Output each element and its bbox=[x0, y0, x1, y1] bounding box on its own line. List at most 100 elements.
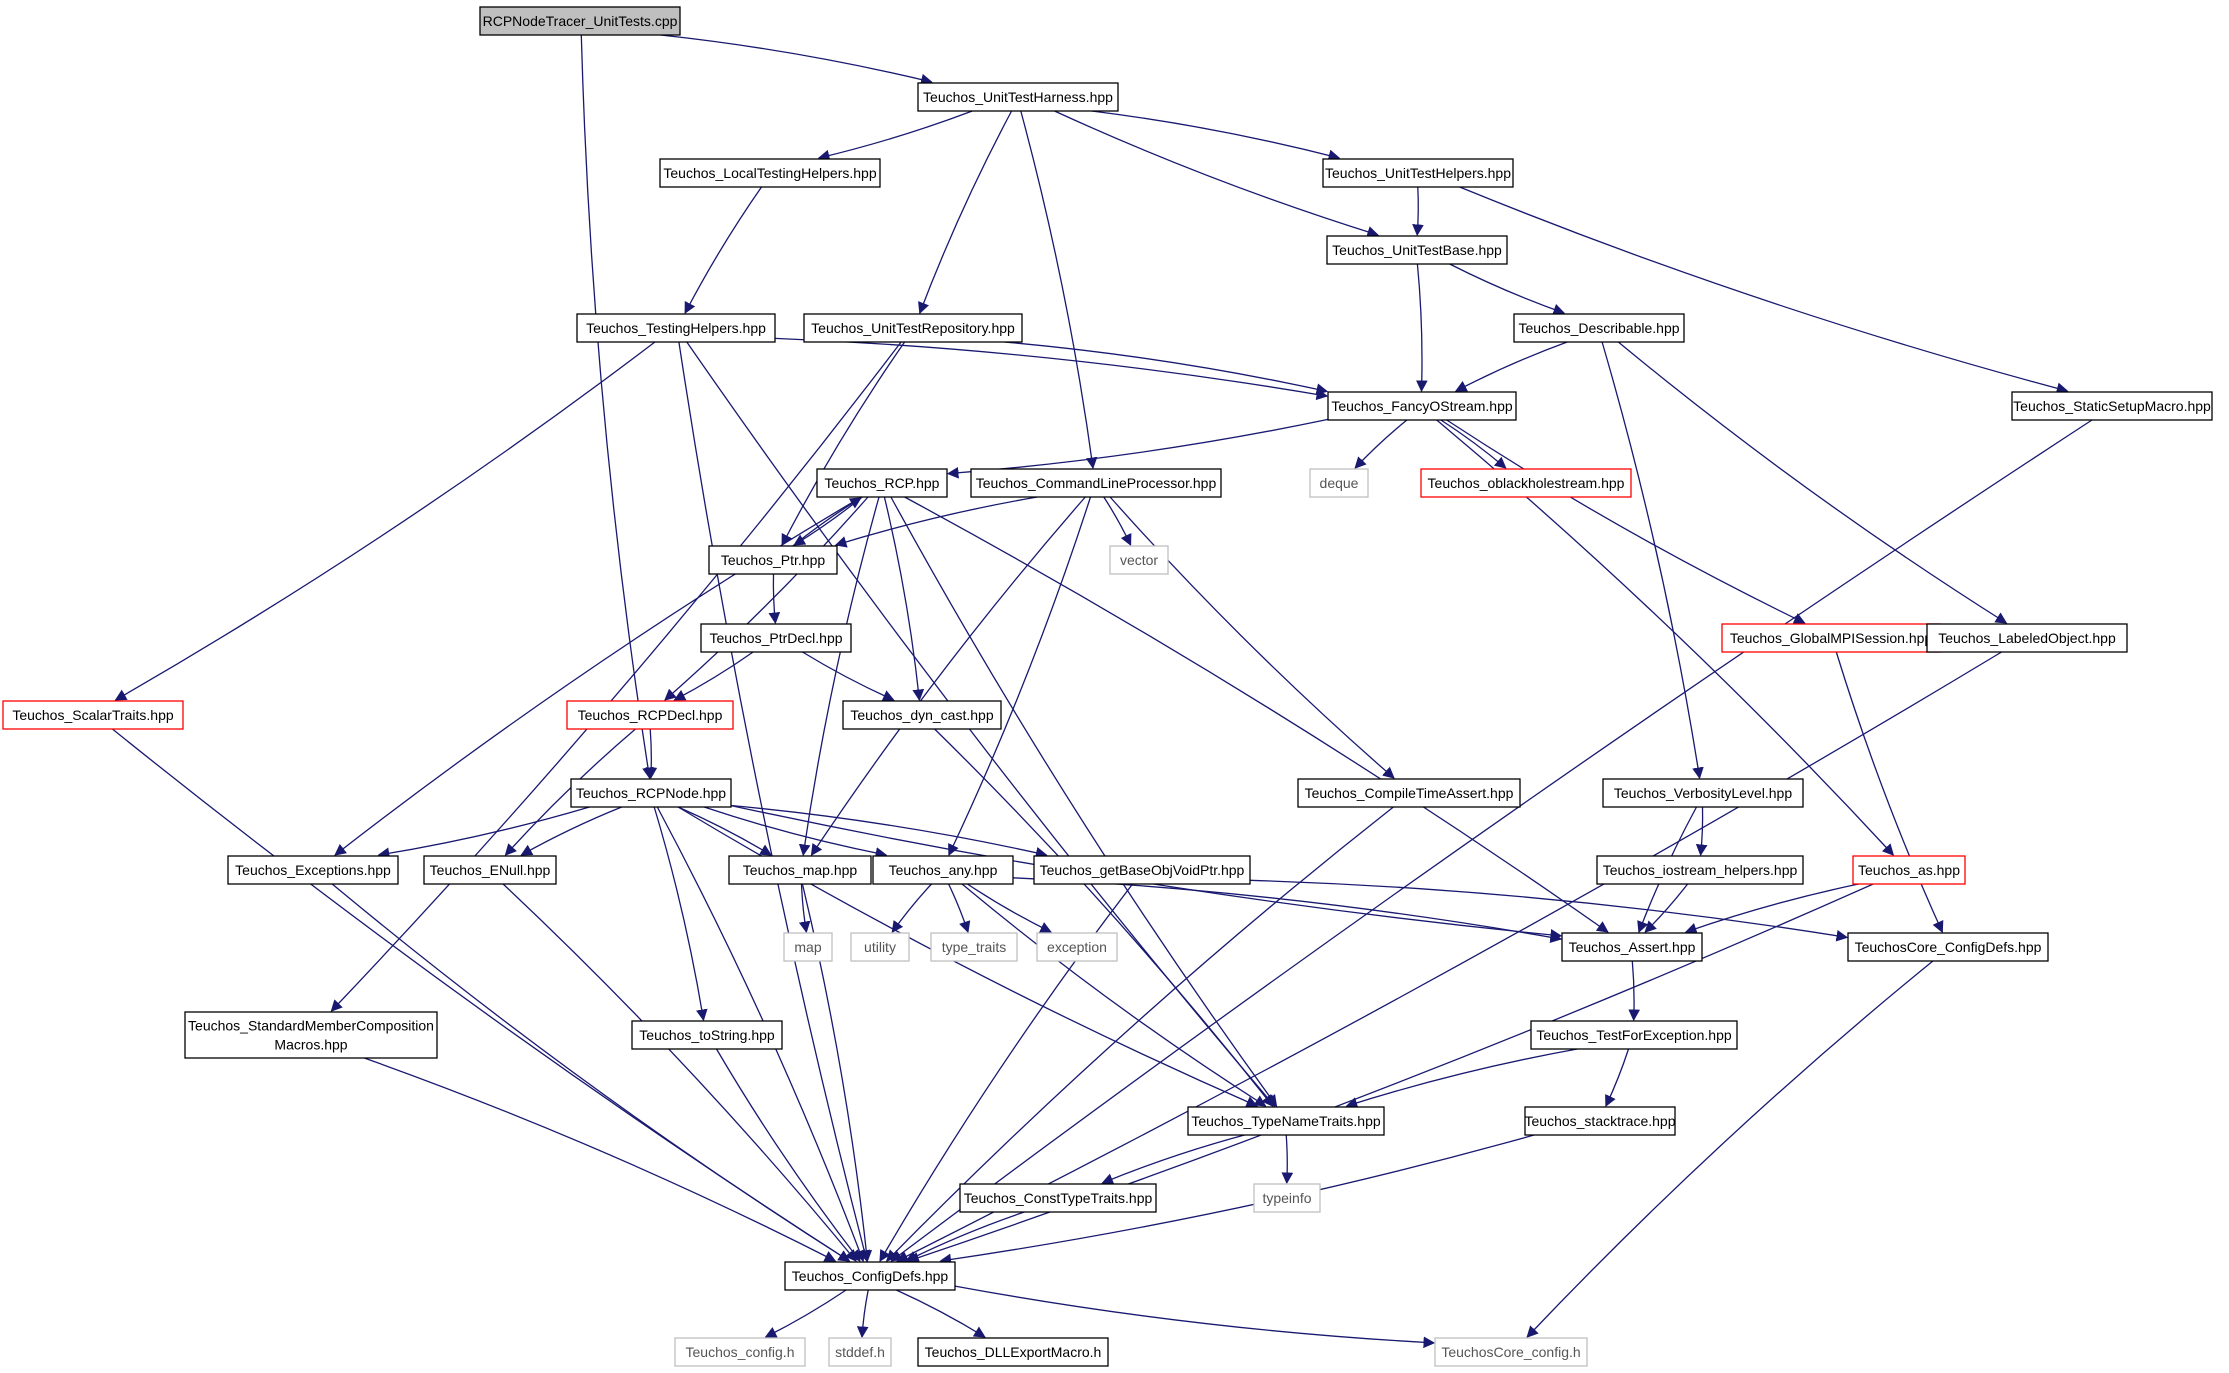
node-uth[interactable]: Teuchos_UnitTestHarness.hpp bbox=[917, 82, 1119, 112]
node-clp[interactable]: Teuchos_CommandLineProcessor.hpp bbox=[970, 468, 1222, 498]
node-tccd[interactable]: TeuchosCore_ConfigDefs.hpp bbox=[1847, 932, 2049, 962]
node-ioh-label: Teuchos_iostream_helpers.hpp bbox=[1603, 862, 1798, 878]
node-ptrdecl[interactable]: Teuchos_PtrDecl.hpp bbox=[700, 623, 852, 653]
node-ssm[interactable]: Teuchos_StaticSetupMacro.hpp bbox=[2011, 391, 2213, 421]
node-ctt[interactable]: Teuchos_ConstTypeTraits.hpp bbox=[959, 1183, 1157, 1213]
node-tfe[interactable]: Teuchos_TestForException.hpp bbox=[1530, 1020, 1738, 1050]
node-strace[interactable]: Teuchos_stacktrace.hpp bbox=[1524, 1106, 1676, 1136]
node-gbovp-label: Teuchos_getBaseObjVoidPtr.hpp bbox=[1040, 862, 1245, 878]
node-rcpdecl-box bbox=[566, 700, 734, 730]
node-ptr-box bbox=[708, 545, 838, 575]
node-rcp[interactable]: Teuchos_RCP.hpp bbox=[816, 468, 948, 498]
node-lo-label: Teuchos_LabeledObject.hpp bbox=[1938, 630, 2116, 646]
edge-rcpdecl-to-rcpnode bbox=[645, 728, 658, 780]
node-utility[interactable]: utility bbox=[850, 932, 910, 962]
node-dyn[interactable]: Teuchos_dyn_cast.hpp bbox=[842, 700, 1002, 730]
node-exc[interactable]: Teuchos_Exceptions.hpp bbox=[227, 855, 399, 885]
node-deque[interactable]: deque bbox=[1309, 468, 1369, 498]
edge-uthelp-to-utb bbox=[1412, 186, 1424, 237]
node-desc-box bbox=[1513, 313, 1685, 343]
edge-vl-to-ioh bbox=[1695, 806, 1708, 857]
node-configh[interactable]: Teuchos_config.h bbox=[674, 1337, 806, 1367]
node-as-label: Teuchos_as.hpp bbox=[1858, 862, 1960, 878]
edge-fos-to-gmpi bbox=[1446, 419, 1806, 624]
edge-utb-to-fos bbox=[1415, 263, 1428, 393]
node-rcpnode-box bbox=[570, 778, 732, 808]
node-vl-box bbox=[1602, 778, 1804, 808]
node-any-label: Teuchos_any.hpp bbox=[889, 862, 998, 878]
node-typeinfo[interactable]: typeinfo bbox=[1253, 1183, 1321, 1213]
node-tnt[interactable]: Teuchos_TypeNameTraits.hpp bbox=[1187, 1106, 1385, 1136]
edge-utr-to-fos bbox=[1004, 341, 1329, 395]
node-configh-box bbox=[674, 1337, 806, 1367]
node-st[interactable]: Teuchos_ScalarTraits.hpp bbox=[2, 700, 184, 730]
node-any[interactable]: Teuchos_any.hpp bbox=[872, 855, 1014, 885]
node-dll-label: Teuchos_DLLExportMacro.h bbox=[925, 1344, 1102, 1360]
node-enull[interactable]: Teuchos_ENull.hpp bbox=[423, 855, 557, 885]
edge-ptr-to-ptrdecl bbox=[768, 573, 781, 625]
node-tcconfig-box bbox=[1434, 1337, 1588, 1367]
node-utb[interactable]: Teuchos_UnitTestBase.hpp bbox=[1326, 235, 1508, 265]
node-lth-label: Teuchos_LocalTestingHelpers.hpp bbox=[663, 165, 876, 181]
node-ptr[interactable]: Teuchos_Ptr.hpp bbox=[708, 545, 838, 575]
node-rcp-box bbox=[816, 468, 948, 498]
node-mapstd[interactable]: map bbox=[783, 932, 833, 962]
node-uth-label: Teuchos_UnitTestHarness.hpp bbox=[923, 89, 1113, 105]
edge-tostr-to-cd bbox=[715, 1048, 861, 1262]
edge-cd-to-stddef bbox=[856, 1289, 869, 1339]
node-rcpdecl-label: Teuchos_RCPDecl.hpp bbox=[578, 707, 723, 723]
node-th[interactable]: Teuchos_TestingHelpers.hpp bbox=[576, 313, 776, 343]
node-smc-label: Teuchos_StandardMemberComposition bbox=[188, 1018, 434, 1034]
edge-ptr-to-rcp bbox=[792, 497, 862, 547]
node-smc[interactable]: Teuchos_StandardMemberCompositionMacros.… bbox=[184, 1011, 438, 1059]
node-dll[interactable]: Teuchos_DLLExportMacro.h bbox=[917, 1337, 1109, 1367]
node-root-box bbox=[479, 6, 681, 36]
node-rcpnode[interactable]: Teuchos_RCPNode.hpp bbox=[570, 778, 732, 808]
node-stddef[interactable]: stddef.h bbox=[828, 1337, 892, 1367]
node-map[interactable]: Teuchos_map.hpp bbox=[728, 855, 872, 885]
node-fos[interactable]: Teuchos_FancyOStream.hpp bbox=[1327, 391, 1517, 421]
node-ptrdecl-label: Teuchos_PtrDecl.hpp bbox=[709, 630, 842, 646]
edge-gbovp-to-tccd bbox=[1249, 879, 1849, 942]
node-gbovp-box bbox=[1033, 855, 1251, 885]
edge-fos-to-rcp bbox=[946, 418, 1329, 479]
node-deque-box bbox=[1309, 468, 1369, 498]
edge-fos-to-deque bbox=[1354, 419, 1408, 469]
edge-cd-to-configh bbox=[764, 1289, 847, 1338]
node-assert[interactable]: Teuchos_Assert.hpp bbox=[1561, 932, 1703, 962]
edge-uth-to-lth bbox=[817, 110, 973, 162]
node-obh-box bbox=[1420, 468, 1632, 498]
node-uthelp[interactable]: Teuchos_UnitTestHelpers.hpp bbox=[1322, 158, 1514, 188]
edge-cd-to-dll bbox=[896, 1289, 986, 1338]
edge-uth-to-utr bbox=[918, 110, 1013, 315]
node-vl[interactable]: Teuchos_VerbosityLevel.hpp bbox=[1602, 778, 1804, 808]
node-exception[interactable]: exception bbox=[1036, 932, 1118, 962]
node-root[interactable]: RCPNodeTracer_UnitTests.cpp bbox=[479, 6, 681, 36]
node-lo[interactable]: Teuchos_LabeledObject.hpp bbox=[1926, 623, 2128, 653]
node-dyn-box bbox=[842, 700, 1002, 730]
node-lth-box bbox=[659, 158, 881, 188]
node-tcconfig[interactable]: TeuchosCore_config.h bbox=[1434, 1337, 1588, 1367]
node-obh[interactable]: Teuchos_oblackholestream.hpp bbox=[1420, 468, 1632, 498]
node-typetraits[interactable]: type_traits bbox=[930, 932, 1018, 962]
edge-ptrdecl-to-dyn bbox=[802, 651, 895, 702]
node-smc-box bbox=[184, 1011, 438, 1059]
node-desc[interactable]: Teuchos_Describable.hpp bbox=[1513, 313, 1685, 343]
node-gmpi[interactable]: Teuchos_GlobalMPISession.hpp bbox=[1721, 623, 1941, 653]
node-rcpdecl[interactable]: Teuchos_RCPDecl.hpp bbox=[566, 700, 734, 730]
node-ioh[interactable]: Teuchos_iostream_helpers.hpp bbox=[1596, 855, 1804, 885]
node-gbovp[interactable]: Teuchos_getBaseObjVoidPtr.hpp bbox=[1033, 855, 1251, 885]
node-tostr[interactable]: Teuchos_toString.hpp bbox=[631, 1020, 783, 1050]
node-as[interactable]: Teuchos_as.hpp bbox=[1852, 855, 1966, 885]
node-utr[interactable]: Teuchos_UnitTestRepository.hpp bbox=[803, 313, 1023, 343]
node-lth[interactable]: Teuchos_LocalTestingHelpers.hpp bbox=[659, 158, 881, 188]
node-ctt-box bbox=[959, 1183, 1157, 1213]
node-cd[interactable]: Teuchos_ConfigDefs.hpp bbox=[784, 1261, 956, 1291]
node-vector[interactable]: vector bbox=[1109, 545, 1169, 575]
node-cta[interactable]: Teuchos_CompileTimeAssert.hpp bbox=[1297, 778, 1521, 808]
node-as-box bbox=[1852, 855, 1966, 885]
node-tccd-label: TeuchosCore_ConfigDefs.hpp bbox=[1855, 939, 2042, 955]
edge-assert-to-tfe bbox=[1628, 960, 1640, 1022]
node-ptrdecl-box bbox=[700, 623, 852, 653]
edge-uthelp-to-ssm bbox=[1459, 186, 2069, 394]
